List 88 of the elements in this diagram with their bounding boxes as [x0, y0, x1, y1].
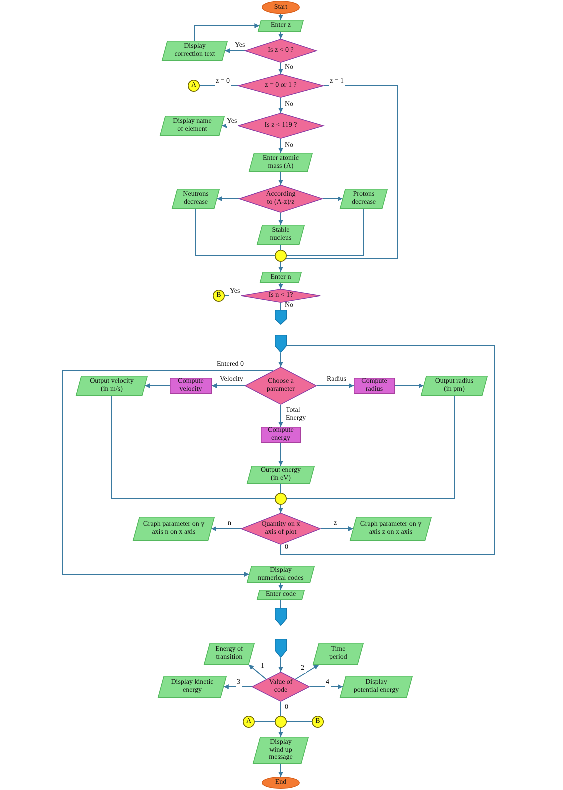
- connector-circle: [188, 80, 200, 92]
- junction-circle: [275, 250, 287, 262]
- connector-line: [196, 208, 276, 256]
- connector-line: [280, 702, 282, 716]
- io-parallelogram: [421, 376, 488, 396]
- connector-line: [280, 345, 496, 556]
- connector-line: [280, 244, 282, 250]
- flow-arrow: [144, 384, 170, 388]
- flow-arrow: [194, 24, 260, 42]
- decision-diamond: [252, 672, 310, 702]
- io-parallelogram: [160, 116, 225, 136]
- connector-circle: [312, 716, 324, 728]
- decision-diamond: [241, 289, 321, 303]
- decision-diamond: [239, 185, 323, 213]
- flow-arrow: [394, 384, 424, 388]
- junction-circle: [275, 716, 287, 728]
- connector-line: [280, 484, 282, 494]
- flow-arrow: [211, 526, 242, 532]
- flow-arrow: [278, 62, 284, 74]
- flow-arrow: [278, 352, 284, 368]
- flow-arrow: [278, 504, 284, 514]
- connector-line: [286, 86, 398, 260]
- flow-arrow: [320, 526, 354, 532]
- flow-arrow: [278, 658, 284, 672]
- io-parallelogram: [172, 189, 220, 209]
- flow-arrow: [322, 196, 344, 202]
- flow-arrow: [278, 212, 284, 226]
- connector-line: [112, 396, 276, 500]
- flow-arrow: [212, 384, 246, 388]
- decision-diamond: [238, 113, 324, 139]
- flow-arrow: [222, 124, 238, 128]
- connector-line: [286, 396, 455, 500]
- process-rect: [170, 378, 212, 394]
- connector-circle: [243, 716, 255, 728]
- off-page-connector: [275, 335, 287, 353]
- connector-line: [280, 302, 282, 310]
- io-parallelogram: [253, 737, 309, 764]
- io-parallelogram: [340, 189, 388, 209]
- flow-arrow: [223, 684, 252, 690]
- io-parallelogram: [204, 643, 255, 665]
- io-parallelogram: [257, 225, 305, 245]
- flow-arrow: [278, 14, 284, 20]
- junction-circle: [275, 493, 287, 505]
- terminal-oval: [262, 777, 300, 789]
- flow-arrow: [316, 384, 354, 388]
- io-parallelogram: [76, 376, 148, 396]
- connector-line: [286, 208, 364, 256]
- decision-diamond: [245, 367, 317, 405]
- process-rect: [261, 427, 301, 443]
- process-rect: [354, 378, 395, 394]
- io-parallelogram: [258, 20, 304, 32]
- off-page-connector: [275, 310, 287, 325]
- flow-arrow: [278, 582, 284, 590]
- io-parallelogram: [260, 272, 302, 283]
- flow-arrow: [278, 98, 284, 114]
- io-parallelogram: [313, 643, 364, 665]
- off-page-connector: [275, 608, 287, 626]
- flow-arrow: [224, 48, 246, 54]
- flow-arrow: [278, 404, 284, 428]
- io-parallelogram: [350, 517, 432, 541]
- flow-arrow: [278, 172, 284, 186]
- io-parallelogram: [247, 466, 315, 484]
- flow-arrow: [216, 196, 240, 202]
- io-parallelogram: [162, 41, 228, 61]
- flow-arrow: [310, 684, 344, 690]
- decision-diamond: [245, 39, 317, 63]
- terminal-oval: [262, 1, 300, 14]
- connector-circle: [213, 290, 225, 302]
- io-parallelogram: [133, 517, 215, 541]
- flow-arrow: [62, 370, 274, 577]
- flow-arrow: [278, 728, 284, 738]
- flow-arrow: [278, 442, 284, 466]
- flow-arrow: [278, 764, 284, 778]
- decision-diamond: [241, 513, 321, 545]
- off-page-connector: [275, 639, 287, 658]
- flow-arrow: [295, 664, 320, 680]
- flow-arrow: [278, 32, 284, 40]
- io-parallelogram: [158, 676, 227, 698]
- io-parallelogram: [249, 153, 313, 172]
- io-parallelogram: [340, 676, 413, 698]
- decision-diamond: [238, 74, 324, 98]
- io-parallelogram: [247, 566, 315, 583]
- flow-arrow: [248, 664, 267, 680]
- flow-arrow: [278, 282, 284, 290]
- connector-line: [280, 600, 282, 608]
- flow-arrow: [278, 262, 284, 272]
- io-parallelogram: [257, 590, 305, 600]
- flow-arrow: [278, 138, 284, 154]
